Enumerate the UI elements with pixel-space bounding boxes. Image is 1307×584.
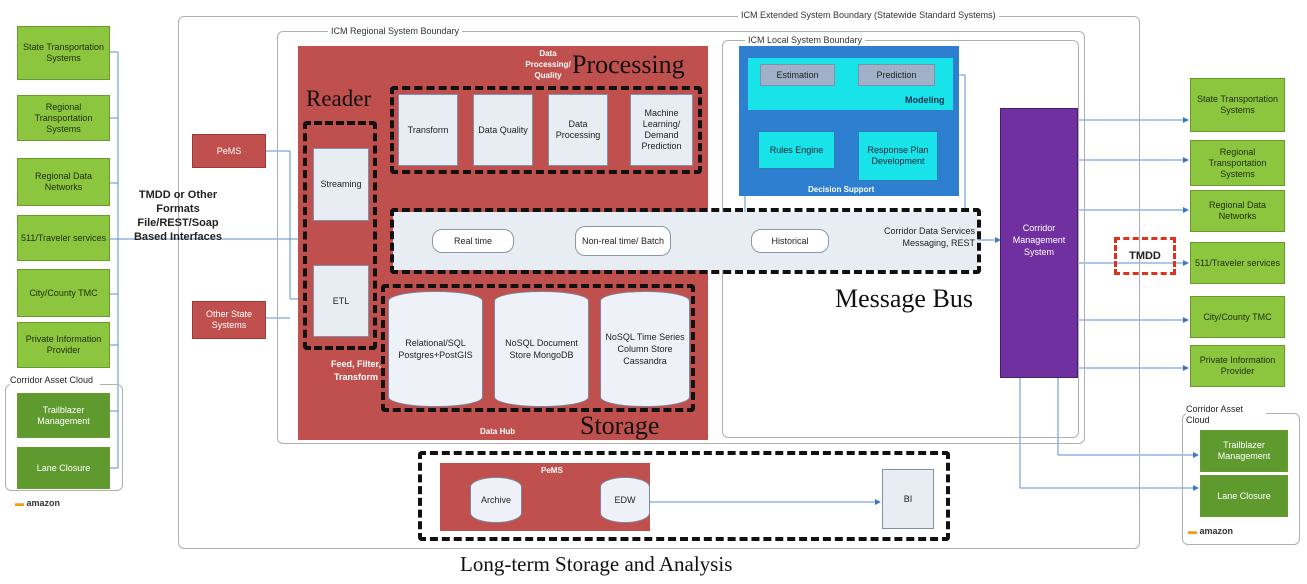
- left-cloud-item: Trailblazer Management: [17, 393, 110, 438]
- processing-subtitle: Data Processing/ Quality: [525, 49, 571, 80]
- left-source: 511/Traveler services: [17, 215, 110, 261]
- pems-source: PeMS: [192, 134, 266, 168]
- bus-label: ICM Data Bus: [748, 278, 800, 287]
- right-target: City/County TMC: [1190, 296, 1285, 338]
- left-source: City/County TMC: [17, 269, 110, 317]
- estimation-box: Estimation: [760, 64, 835, 86]
- reader-group: [303, 121, 377, 350]
- left-asset-cloud-label: Corridor Asset Cloud: [10, 375, 100, 386]
- left-cloud-item: Lane Closure: [17, 447, 110, 489]
- cms-label: Corridor Management System: [1012, 223, 1066, 257]
- processing-title: Processing: [572, 50, 685, 79]
- right-target: Regional Data Networks: [1190, 190, 1285, 232]
- left-source: Regional Transportation Systems: [17, 95, 110, 141]
- bus-dashed: [390, 208, 981, 274]
- right-cloud-item: Trailblazer Management: [1200, 430, 1288, 472]
- storage-title: Storage: [580, 411, 660, 440]
- storage-cassandra: NoSQL Time Series Column Store Cassandra: [600, 291, 690, 407]
- storage-mongodb: NoSQL Document Store MongoDB: [494, 291, 589, 407]
- bus-realtime: Real time: [432, 229, 514, 253]
- longterm-title: Long-term Storage and Analysis: [460, 552, 733, 576]
- right-target: Regional Transportation Systems: [1190, 140, 1285, 186]
- bi-box: BI: [882, 469, 934, 529]
- message-bus-title: Message Bus: [835, 284, 973, 313]
- transform-box: Transform: [398, 94, 458, 166]
- processing-group: [390, 86, 702, 174]
- local-boundary-label: ICM Local System Boundary: [745, 35, 866, 45]
- left-source: Private Information Provider: [17, 322, 110, 368]
- feed-filter-text: Feed, Filter, Transform: [330, 359, 381, 382]
- machine-learning-box: Machine Learning/ Demand Prediction: [630, 94, 693, 166]
- bus-right-text: Corridor Data Services Messaging, REST: [883, 226, 975, 248]
- right-target: Private Information Provider: [1190, 345, 1285, 387]
- longterm-group: [418, 451, 950, 541]
- edw-store: EDW: [600, 477, 650, 523]
- right-target: State Transportation Systems: [1190, 78, 1285, 132]
- amazon-logo: ▬ amazon: [1188, 526, 1234, 536]
- extended-boundary-label: ICM Extended System Boundary (Statewide …: [738, 10, 999, 20]
- regional-boundary: [277, 31, 1085, 444]
- response-plan-box: Response Plan Development: [858, 131, 938, 181]
- rules-engine-box: Rules Engine: [758, 131, 835, 169]
- right-target: 511/Traveler services: [1190, 242, 1285, 284]
- storage-group: [381, 284, 695, 412]
- right-asset-cloud-label: Corridor Asset Cloud: [1186, 404, 1266, 426]
- regional-boundary-label: ICM Regional System Boundary: [328, 26, 463, 36]
- right-cloud-item: Lane Closure: [1200, 475, 1288, 517]
- corridor-management-system: [1000, 108, 1078, 378]
- tmdd-badge: TMDD: [1114, 237, 1176, 275]
- left-source: State Transportation Systems: [17, 26, 110, 80]
- left-source: Regional Data Networks: [17, 158, 110, 206]
- extended-boundary: [178, 16, 1140, 549]
- modeling-label: Modeling: [905, 95, 945, 105]
- storage-relational: Relational/SQL Postgres+PostGIS: [388, 291, 483, 407]
- bus-batch: Non-real time/ Batch: [575, 226, 671, 256]
- reader-title: Reader: [306, 86, 372, 111]
- amazon-logo: ▬ amazon: [15, 498, 61, 508]
- prediction-box: Prediction: [858, 64, 935, 86]
- data-processing-box: Data Processing: [548, 94, 608, 166]
- decision-support-label: Decision Support: [808, 185, 875, 194]
- bus-historical: Historical: [751, 229, 829, 253]
- other-state-source: Other State Systems: [192, 301, 266, 339]
- interface-text: TMDD or Other Formats File/REST/Soap Bas…: [133, 189, 223, 243]
- streaming-box: Streaming: [313, 148, 369, 221]
- data-hub-label: Data Hub: [480, 427, 516, 436]
- data-quality-box: Data Quality: [473, 94, 533, 166]
- archive-store: Archive: [470, 477, 522, 523]
- etl-box: ETL: [313, 265, 369, 337]
- pems-longterm-label: PeMS: [541, 466, 563, 475]
